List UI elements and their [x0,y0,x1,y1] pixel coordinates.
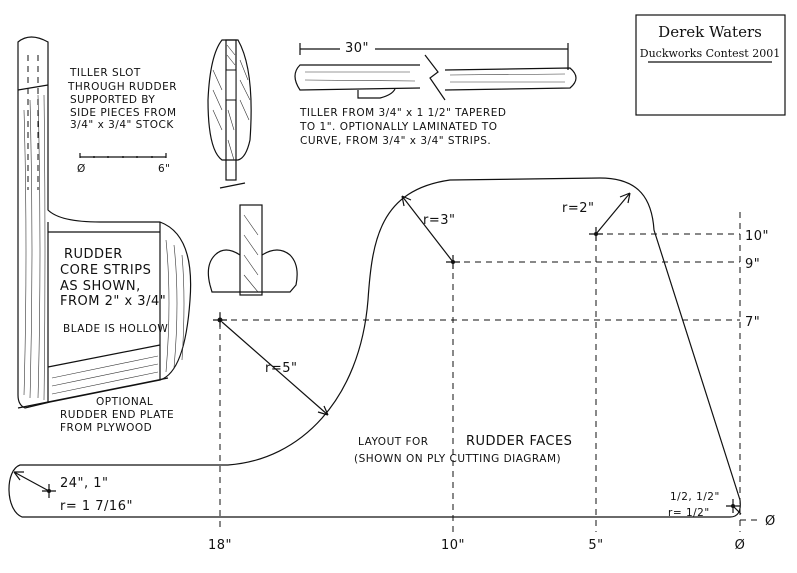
title-block: Derek Waters Duckworks Contest 2001 [635,14,786,116]
radius-3-label: r=3" [423,213,456,228]
scale-bar: Ø 6" [77,153,171,175]
rudder-faces-label: RUDDER FACES [466,434,572,449]
left-point-radius: r= 1 7/16" [60,499,133,514]
tiller-length-label: 30" [345,41,369,56]
x-label-10: 10" [441,538,465,553]
note-line: AS SHOWN, [60,279,141,294]
layout-for-label: LAYOUT FOR [358,436,429,448]
right-point-radius: r= 1/2" [668,507,710,519]
note-line: FROM PLYWOOD [60,422,152,434]
note-line: TILLER SLOT [69,67,141,79]
note-line: RUDDER [64,247,123,262]
hollow-note: BLADE IS HOLLOW [63,323,168,335]
y-label-10: 10" [745,229,769,244]
right-point-coord: 1/2, 1/2" [670,491,720,503]
radius-5-label: r=5" [265,361,298,376]
tiller-section-view [207,39,252,189]
core-note: RUDDER CORE STRIPS AS SHOWN, FROM 2" x 3… [60,247,168,335]
contest-name: Duckworks Contest 2001 [640,47,780,60]
tiller-note: TILLER FROM 3/4" x 1 1/2" TAPERED TO 1".… [299,107,506,147]
left-point-coord: 24", 1" [60,476,109,491]
blade-section-view [207,204,298,296]
note-line: TILLER FROM 3/4" x 1 1/2" TAPERED [299,107,506,119]
shown-on-label: (SHOWN ON PLY CUTTING DIAGRAM) [354,453,561,465]
tiller-slot-note: TILLER SLOT THROUGH RUDDER SUPPORTED BY … [67,67,177,131]
end-plate-note: OPTIONAL RUDDER END PLATE FROM PLYWOOD [60,396,174,434]
note-line: CURVE, FROM 3/4" x 3/4" STRIPS. [300,135,491,147]
y-label-7: 7" [745,315,760,330]
note-line: 3/4" x 3/4" STOCK [70,119,174,131]
rudder-face-outline [8,177,741,518]
note-line: SUPPORTED BY [70,94,155,106]
y-label-0: Ø [765,514,776,529]
note-line: TO 1". OPTIONALLY LAMINATED TO [299,121,497,133]
rudder-face-layout: r=5" r=3" r=2" 24", 1" r= 1 7/16" 1/2, 1… [8,177,776,553]
tiller-view: 30" [294,41,577,101]
note-line: THROUGH RUDDER [67,81,177,93]
y-label-9: 9" [745,257,760,272]
scale-start-label: Ø [77,163,86,175]
note-line: RUDDER END PLATE [60,409,174,421]
rudder-side-view [17,36,192,409]
grid-lines [219,212,762,532]
x-label-18: 18" [208,538,232,553]
note-line: SIDE PIECES FROM [70,107,177,119]
note-line: CORE STRIPS [60,263,151,278]
x-label-5: 5" [588,538,603,553]
note-line: OPTIONAL [96,396,153,408]
scale-end-label: 6" [158,163,171,175]
x-label-0: Ø [735,538,746,553]
note-line: FROM 2" x 3/4" [60,294,166,309]
author-name: Derek Waters [658,23,762,41]
radius-2-label: r=2" [562,201,595,216]
